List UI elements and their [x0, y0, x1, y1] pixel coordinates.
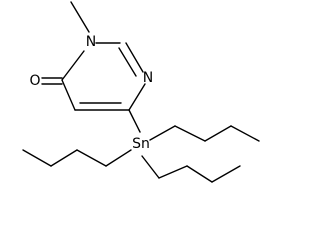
bond-left-chain-4 [22, 149, 52, 167]
bond-right-chain-3 [204, 125, 232, 142]
bond-right-chain-4 [230, 125, 260, 142]
bond-left-chain-3 [50, 149, 78, 167]
bond-c6-n1 [61, 50, 85, 81]
bond-lower-chain-4 [211, 165, 241, 183]
atom-label-n3: N [143, 70, 153, 86]
bond-c4-sn [128, 109, 141, 133]
bond-left-chain-2 [76, 149, 107, 167]
bond-lower-chain-2 [158, 165, 188, 179]
bond-sn-right-chain-1 [149, 125, 176, 141]
bond-c5-c6 [61, 79, 76, 111]
bond-methyl-n1 [70, 1, 90, 33]
atom-label-tin: Sn [132, 136, 150, 152]
bond-sn-lower-chain-1 [141, 155, 160, 179]
bond-c2-n3 [125, 42, 144, 73]
atom-label-n1: N [86, 34, 96, 50]
bond-lower-chain-3 [186, 165, 213, 183]
chemical-structure-diagram: N N O Sn [22, 1, 260, 183]
bond-right-chain-2 [174, 125, 206, 142]
bond-sn-left-chain-1 [105, 149, 132, 167]
bond-c2-n3-double [118, 47, 137, 77]
bond-n3-c4 [128, 83, 146, 111]
atom-label-oxygen: O [29, 73, 40, 89]
